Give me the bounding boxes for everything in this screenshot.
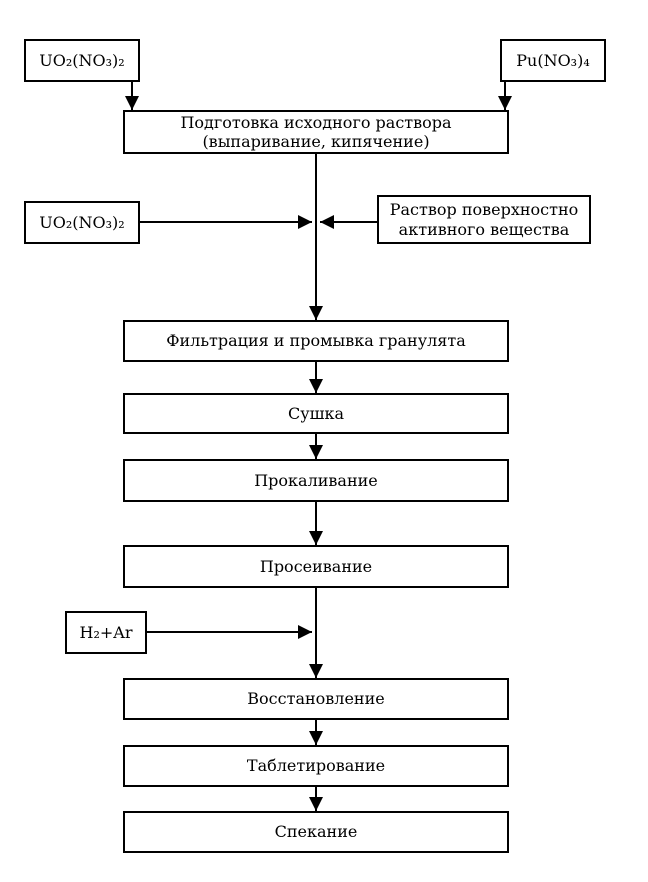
input-hydrogen-argon: H₂+Ar bbox=[65, 611, 147, 654]
input-surfactant-solution: Раствор поверхностно активного вещества bbox=[377, 195, 591, 244]
input-uranyl-nitrate-mid: UO₂(NO₃)₂ bbox=[24, 201, 140, 244]
tableting-label: Таблетирование bbox=[246, 756, 386, 776]
step-sieving: Просеивание bbox=[123, 545, 509, 588]
input-plutonium-nitrate-label: Pu(NO₃)₄ bbox=[516, 50, 590, 70]
sintering-label: Спекание bbox=[274, 822, 358, 842]
filtration-label: Фильтрация и промывка гранулята bbox=[166, 331, 466, 351]
prepare-solution-line-1: Подготовка исходного раствора bbox=[180, 112, 452, 132]
calcination-label: Прокаливание bbox=[254, 470, 378, 490]
input-hydrogen-argon-label: H₂+Ar bbox=[79, 622, 133, 642]
step-filtration: Фильтрация и промывка гранулята bbox=[123, 320, 509, 362]
step-sintering: Спекание bbox=[123, 811, 509, 853]
step-calcination: Прокаливание bbox=[123, 459, 509, 502]
step-prepare-solution: Подготовка исходного раствора (выпариван… bbox=[123, 110, 509, 154]
prepare-solution-line-2: (выпаривание, кипячение) bbox=[202, 132, 430, 151]
drying-label: Сушка bbox=[287, 403, 345, 423]
step-drying: Сушка bbox=[123, 393, 509, 434]
input-uranyl-nitrate-top: UO₂(NO₃)₂ bbox=[24, 39, 140, 82]
reduction-label: Восстановление bbox=[247, 689, 385, 709]
surfactant-line-1: Раствор поверхностно bbox=[389, 200, 579, 220]
step-tableting: Таблетирование bbox=[123, 745, 509, 787]
sieving-label: Просеивание bbox=[259, 556, 373, 576]
surfactant-line-2: активного вещества bbox=[398, 219, 570, 239]
step-reduction: Восстановление bbox=[123, 678, 509, 720]
input-uranyl-nitrate-mid-label: UO₂(NO₃)₂ bbox=[39, 212, 125, 232]
input-uranyl-nitrate-top-label: UO₂(NO₃)₂ bbox=[39, 50, 125, 70]
input-plutonium-nitrate: Pu(NO₃)₄ bbox=[500, 39, 606, 82]
